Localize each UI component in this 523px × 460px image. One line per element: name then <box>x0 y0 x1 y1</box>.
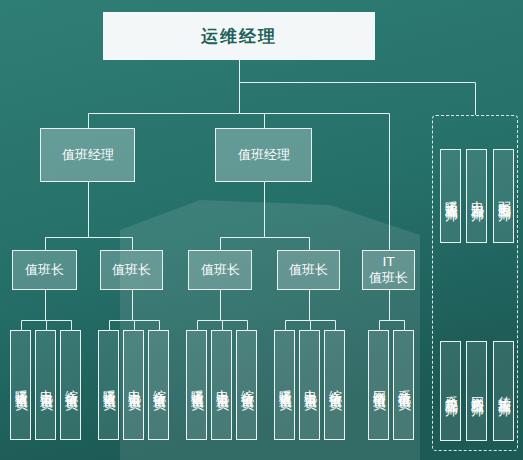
shift-leader-label: 值班长 <box>289 262 328 278</box>
engineer-label: 弱电工程师 <box>497 191 510 201</box>
shift-leader-label: 值班长 <box>25 262 64 278</box>
shift-leader-box: 值班长 <box>277 250 340 290</box>
duty-staff-label: 综合值班员 <box>240 380 253 390</box>
shift-manager-box: 值班经理 <box>40 128 135 182</box>
shift-leader-label: 值班长 <box>201 262 240 278</box>
engineer-label: 系统工程师 <box>444 386 457 396</box>
duty-staff-box: 暖通值班员 <box>10 330 31 440</box>
duty-staff-box: 综合值班员 <box>60 330 81 440</box>
org-connector <box>390 290 405 330</box>
org-connector <box>221 290 248 330</box>
org-connector <box>198 290 221 330</box>
duty-staff-box: 综合值班员 <box>148 330 169 440</box>
engineer-box: 暖通工程师 <box>440 149 461 243</box>
duty-staff-box: 电力值班员 <box>123 330 144 440</box>
org-connector <box>46 182 89 250</box>
engineer-group: 暖通工程师 电力工程师 弱电工程师系统工程师 网络工程师 传输工程师 <box>432 115 518 451</box>
org-connector <box>89 60 240 128</box>
org-connector <box>133 290 160 330</box>
duty-staff-label: 电力值班员 <box>39 380 52 390</box>
duty-staff-label: 暖通值班员 <box>102 380 115 390</box>
org-connector <box>89 182 133 250</box>
duty-staff-label: 电力值班员 <box>303 380 316 390</box>
shift-leader-box: 值班长 <box>100 250 163 290</box>
duty-staff-box: 暖通值班员 <box>186 330 207 440</box>
engineer-box: 传输工程师 <box>493 341 514 441</box>
duty-staff-box: 综合值班员 <box>236 330 257 440</box>
duty-staff-label: 暖通值班员 <box>278 380 291 390</box>
engineer-label: 传输工程师 <box>497 386 510 396</box>
duty-staff-label: 电力值班员 <box>215 380 228 390</box>
duty-staff-box: 系统值班员 <box>393 330 414 440</box>
org-connector <box>240 60 265 128</box>
duty-staff-label: 综合值班员 <box>152 380 165 390</box>
shift-manager-box: 值班经理 <box>215 128 312 182</box>
duty-staff-label: 综合值班员 <box>64 380 77 390</box>
org-connector <box>380 290 390 330</box>
duty-staff-label: 系统值班员 <box>397 380 410 390</box>
building-silhouette <box>120 200 420 460</box>
duty-staff-label: 电力值班员 <box>127 380 140 390</box>
duty-staff-label: 暖通值班员 <box>14 380 27 390</box>
duty-staff-label: 网络值班员 <box>372 380 385 390</box>
org-connector <box>221 182 265 250</box>
shift-leader-box: 值班长 <box>188 250 252 290</box>
shift-leader-box: 值班长 <box>12 250 77 290</box>
shift-leader-label: IT 值班长 <box>369 254 408 286</box>
org-connector <box>240 60 476 115</box>
duty-staff-label: 综合值班员 <box>328 380 341 390</box>
engineer-label: 网络工程师 <box>470 386 483 396</box>
engineer-box: 系统工程师 <box>440 341 461 441</box>
shift-manager-label: 值班经理 <box>62 146 114 164</box>
org-connector <box>110 290 133 330</box>
shift-manager-label: 值班经理 <box>238 146 290 164</box>
org-connector <box>265 182 310 250</box>
engineer-box: 弱电工程师 <box>493 149 514 243</box>
engineer-label: 电力工程师 <box>470 191 483 201</box>
duty-staff-box: 综合值班员 <box>324 330 345 440</box>
manager-box: 运维经理 <box>103 12 375 60</box>
shift-leader-box: IT 值班长 <box>362 250 415 290</box>
duty-staff-label: 暖通值班员 <box>190 380 203 390</box>
org-connector <box>286 290 310 330</box>
duty-staff-box: 电力值班员 <box>299 330 320 440</box>
duty-staff-box: 网络值班员 <box>368 330 389 440</box>
org-connector <box>22 290 46 330</box>
manager-title: 运维经理 <box>201 25 277 48</box>
shift-leader-label: 值班长 <box>112 262 151 278</box>
engineer-box: 电力工程师 <box>466 149 487 243</box>
duty-staff-box: 暖通值班员 <box>274 330 295 440</box>
engineer-box: 网络工程师 <box>466 341 487 441</box>
org-connector <box>310 290 336 330</box>
duty-staff-box: 电力值班员 <box>211 330 232 440</box>
org-connector <box>46 290 72 330</box>
engineer-label: 暖通工程师 <box>444 191 457 201</box>
duty-staff-box: 暖通值班员 <box>98 330 119 440</box>
duty-staff-box: 电力值班员 <box>35 330 56 440</box>
